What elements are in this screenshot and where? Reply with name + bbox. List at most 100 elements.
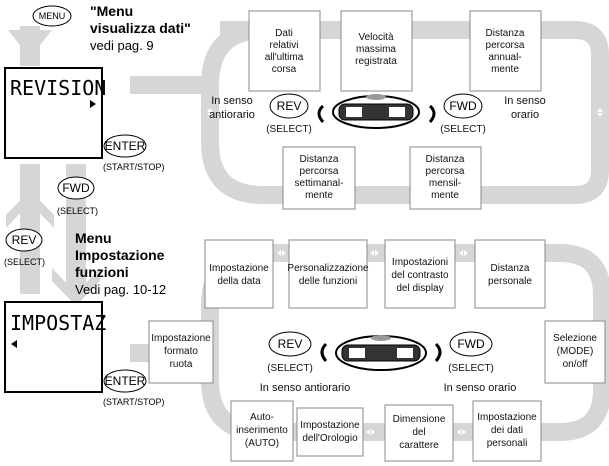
fwd-top-sub: (SELECT) (440, 124, 486, 135)
rev-button-bottom[interactable] (268, 331, 312, 357)
bottom-box-6-l2: (MODE) (557, 346, 594, 357)
bottom-box-2: Personalizzazione delle funzioni (287, 239, 369, 309)
fwd-middle-sub: (SELECT) (57, 206, 98, 216)
top-box-1-l2: relativi (270, 40, 299, 51)
bottom-arrow-5-icon (457, 429, 461, 435)
bottom-arrow-2-icon (370, 250, 374, 256)
bottom-box-6-l3: on/off (563, 359, 588, 370)
top-box-3-l4: mente (491, 64, 519, 75)
top-arrow-4-icon (597, 108, 603, 112)
top-box-1-l1: Dati (275, 28, 293, 39)
device-top-icon (332, 94, 420, 129)
bottom-box-5: Impostazione formato ruota (148, 320, 214, 384)
cw-arrow-bottom-icon (434, 342, 442, 362)
rev-button-middle[interactable] (5, 228, 43, 252)
bottom-arrow-1-icon (277, 250, 281, 256)
top-arrow-1b-icon (332, 45, 336, 51)
lcd-revision (4, 67, 103, 159)
bottom-box-1-l2: della data (217, 276, 261, 287)
bottom-box-2-l2: delle funzioni (299, 276, 357, 287)
fwd-button-middle[interactable] (57, 176, 95, 200)
bottom-box-4: Distanza personale (474, 239, 546, 309)
top-arrow-5b-icon (207, 113, 213, 117)
top-box-3-l2: percorsa (486, 40, 525, 51)
bottom-arrow-2b-icon (375, 250, 379, 256)
top-dir-left-2: antiorario (209, 109, 255, 121)
enter-top-sub: (START/STOP) (103, 162, 165, 172)
top-arrow-5-icon (207, 108, 213, 112)
fwd-button-top[interactable] (443, 93, 483, 119)
fwd-bottom-label: FWD (457, 337, 485, 351)
bottom-box-1-l1: Impostazione (209, 263, 269, 274)
bottom-box-3-l2: del contrasto (391, 270, 449, 281)
bottom-box-3-l3: del display (396, 283, 443, 294)
bottom-flow-arrows (277, 250, 468, 435)
bottom-box-7-l3: (AUTO) (245, 438, 279, 449)
menu-down-arrow (8, 30, 52, 58)
fwd-middle-label: FWD (62, 181, 90, 195)
bottom-arrow-3-icon (459, 250, 463, 256)
top-box-2-l1: Velocità (358, 32, 393, 43)
top-box-5-l3: mensil- (429, 178, 461, 189)
fwd-button-bottom[interactable] (449, 331, 493, 357)
bottom-box-6: Selezione (MODE) on/off (544, 320, 606, 384)
top-page-ref: vedi pag. 9 (90, 38, 154, 53)
bottom-box-9: Dimensione del carattere (384, 404, 454, 462)
bottom-title-line2: Impostazione (75, 247, 165, 263)
enter-button-top[interactable] (103, 134, 147, 158)
top-title-line2: visualizza dati" (90, 20, 191, 36)
cw-arrow-top-icon (428, 104, 436, 123)
top-box-1-l3: all'ultima (265, 52, 304, 63)
top-box-4-l3: settimanal- (295, 178, 344, 189)
top-box-4-l4: mente (305, 190, 333, 201)
top-dir-left-1: In senso (211, 95, 253, 107)
top-arrow-4b-icon (597, 113, 603, 117)
top-box-2-l2: massima (356, 44, 396, 55)
enter-button-bottom[interactable] (103, 369, 147, 393)
enter-button-bottom-label: ENTER (105, 374, 146, 388)
bottom-box-7-l1: Auto- (250, 412, 274, 423)
device-bottom-icon (335, 335, 427, 371)
top-box-1-l4: corsa (272, 64, 297, 75)
top-arrow-1-icon (327, 45, 331, 51)
top-dir-right-1: In senso (504, 95, 546, 107)
bottom-box-9-l3: carattere (399, 440, 439, 451)
enter-button-top-label: ENTER (105, 139, 146, 153)
top-box-5: Distanza percorsa mensil- mente (409, 146, 482, 210)
bottom-box-7-l2: inserimento (236, 425, 288, 436)
bottom-box-10-l3: personali (487, 438, 528, 449)
bottom-box-9-l2: del (412, 427, 425, 438)
top-dir-right-2: orario (511, 109, 539, 121)
bottom-arrow-4-icon (366, 429, 370, 435)
bottom-box-9-l1: Dimensione (393, 414, 446, 425)
bottom-box-3: Impostazioni del contrasto del display (384, 239, 456, 309)
bottom-box-8: Impostazione dell'Orologio (296, 407, 364, 457)
up-arrow-icon (6, 190, 54, 228)
bottom-box-8-l2: dell'Orologio (302, 433, 358, 444)
bottom-arrow-5b-icon (462, 429, 466, 435)
top-box-3-l3: annual- (488, 52, 521, 63)
lcd-left-indicator-icon (11, 340, 17, 348)
top-box-3: Distanza percorsa annual- mente (469, 10, 542, 92)
bottom-box-10: Impostazione dei dati personali (472, 400, 542, 462)
top-box-3-l1: Distanza (486, 28, 525, 39)
top-box-5-l1: Distanza (426, 154, 465, 165)
lcd-right-indicator-icon (90, 100, 96, 108)
lcd-revision-text: REVISION (10, 76, 106, 100)
bottom-title-line1: Menu (75, 230, 112, 246)
rev-middle-label: REV (12, 233, 37, 247)
menu-button-label: MENU (39, 11, 66, 21)
bottom-box-3-l1: Impostazioni (392, 257, 448, 268)
top-box-4-l2: percorsa (300, 166, 339, 177)
fwd-top-label: FWD (449, 99, 477, 113)
top-box-4-l1: Distanza (300, 154, 339, 165)
top-box-4: Distanza percorsa settimanal- mente (282, 146, 356, 210)
bottom-arrow-3b-icon (464, 250, 468, 256)
bottom-box-4-l1: Distanza (491, 263, 530, 274)
top-loop-track (201, 21, 609, 204)
menu-button[interactable] (32, 5, 72, 27)
top-arrow-2b-icon (441, 45, 445, 51)
top-box-2: Velocità massima registrata (340, 10, 413, 92)
rev-button-top[interactable] (269, 93, 309, 119)
rev-bottom-sub: (SELECT) (267, 363, 313, 374)
